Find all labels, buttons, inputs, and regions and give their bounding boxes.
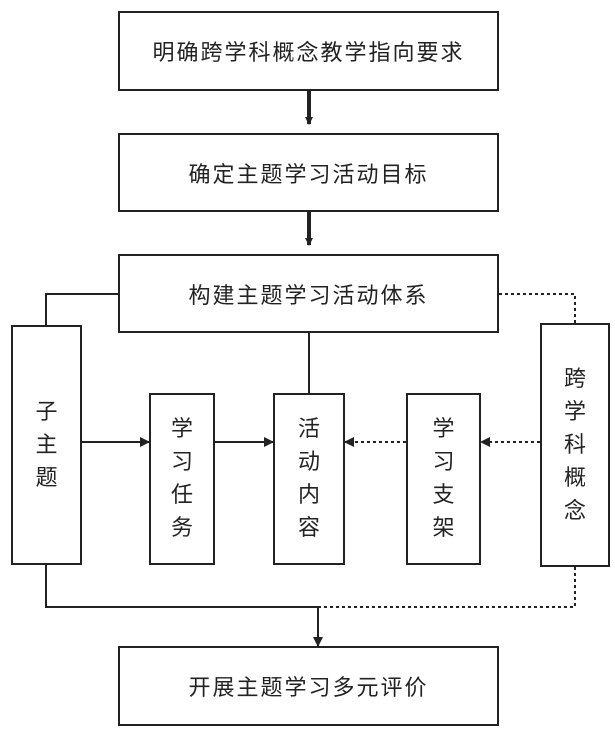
crossconcept-label: 跨学科概念 [563, 366, 586, 524]
step1-box: 明确跨学科概念教学指向要求 [118, 11, 499, 91]
activity-content-label: 活动内容 [297, 417, 320, 541]
connector-step3-to-subtopic [45, 293, 120, 325]
activity-content-box: 活动内容 [273, 393, 345, 565]
step1-label: 明确跨学科概念教学指向要求 [152, 41, 465, 66]
learning-task-label: 学习任务 [170, 417, 193, 541]
step4-box: 开展主题学习多元评价 [118, 646, 499, 726]
step3-box: 构建主题学习活动体系 [118, 254, 499, 333]
connector-subtopic-to-merge [45, 565, 318, 608]
connector-step3-to-crossconcept [499, 293, 576, 323]
learning-support-label: 学习支架 [432, 417, 455, 541]
step4-label: 开展主题学习多元评价 [188, 676, 429, 701]
step3-label: 构建主题学习活动体系 [188, 283, 429, 309]
step2-label: 确定主题学习活动目标 [188, 162, 429, 188]
crossconcept-box: 跨学科概念 [540, 323, 610, 567]
subtopic-label: 子主题 [35, 399, 58, 491]
connector-crossconcept-to-merge [318, 567, 576, 608]
learning-task-box: 学习任务 [149, 393, 215, 565]
subtopic-box: 子主题 [11, 325, 82, 565]
learning-support-box: 学习支架 [406, 393, 481, 565]
step2-box: 确定主题学习活动目标 [118, 133, 499, 212]
